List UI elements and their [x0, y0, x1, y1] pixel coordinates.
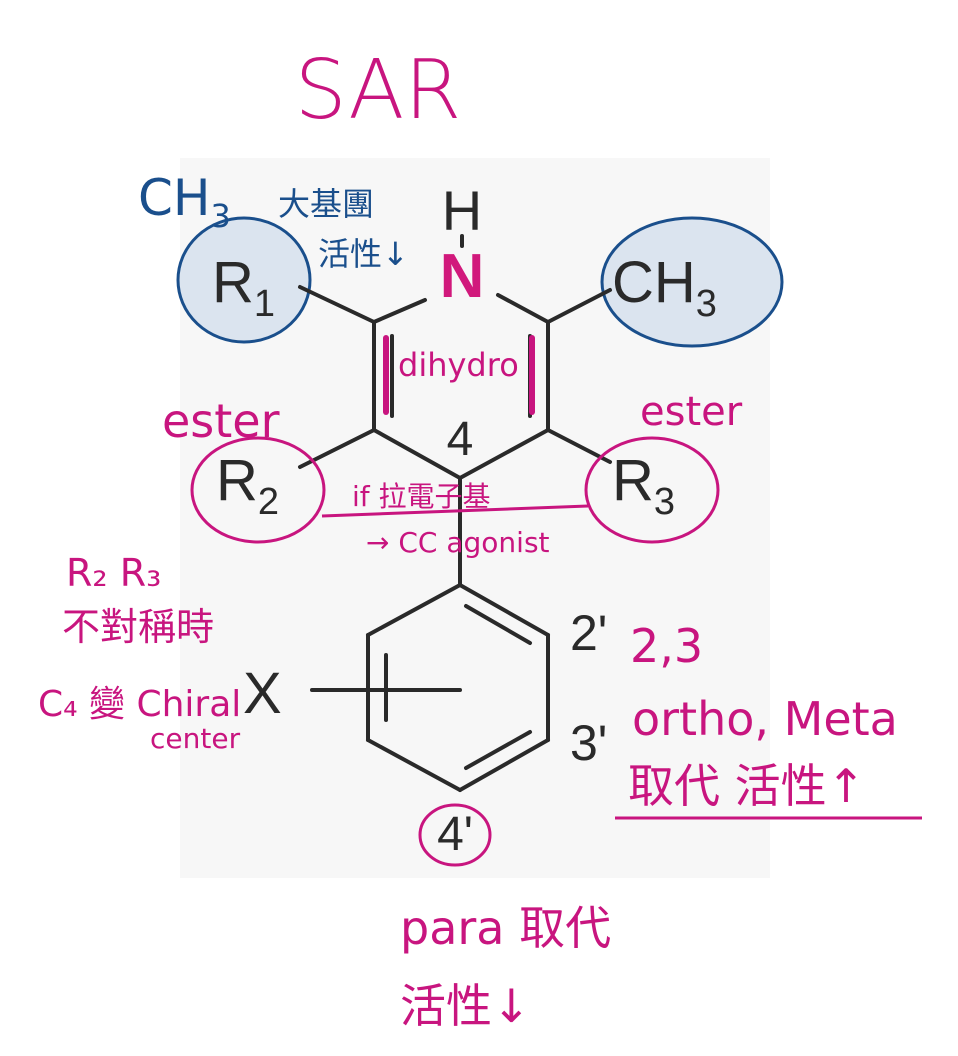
r2-label: R2: [216, 448, 279, 523]
ortho-meta-annotation: ortho, Meta: [632, 692, 898, 746]
chiral-annotation: C₄ 變 Chiral: [38, 684, 241, 725]
r3-label: R3: [612, 448, 675, 523]
phenyl-bond-6: [366, 583, 462, 637]
position-3p-label: 3': [570, 715, 607, 771]
h-atom: H: [442, 179, 482, 242]
x-substituent-label: X: [243, 661, 282, 726]
title: SAR: [295, 43, 462, 138]
position-4p-label: 4': [437, 808, 473, 861]
para-activity-annotation: 活性↓: [400, 979, 531, 1033]
phenyl-bond-3: [458, 738, 550, 792]
r2-circle: [190, 436, 326, 544]
phenyl-ring: [310, 583, 550, 792]
bond-c2-r1: [298, 285, 376, 324]
ch3-r1-annotation: CH3: [138, 169, 231, 235]
r2r3-annotation: R₂ R₃: [66, 551, 161, 595]
bond-c5-c4: [458, 428, 550, 480]
r2-r3-link-line: [321, 504, 589, 518]
aromatic-inner-2: [464, 730, 532, 770]
r3-circle: [584, 436, 720, 544]
ester-right-annotation: ester: [640, 389, 743, 435]
bond-n-c6: [496, 293, 550, 324]
asymmetric-annotation: 不對稱時: [62, 605, 214, 649]
pos-23-annotation: 2,3: [630, 619, 703, 673]
ch3-highlight: [600, 216, 784, 348]
ester-left-annotation: ester: [162, 394, 280, 448]
r1-label: R1: [212, 250, 275, 325]
activity-down-bulky-annotation: 活性↓: [318, 235, 409, 273]
position-4-label: 4: [447, 413, 474, 466]
bond-n-c2: [372, 298, 427, 324]
4p-circle: [418, 803, 492, 867]
ch3-label: CH3: [612, 250, 717, 325]
phenyl-bond-1: [458, 583, 550, 637]
cc-agonist-annotation: → CC agonist: [366, 526, 550, 559]
bond-c6-ch3: [546, 288, 612, 324]
r1-highlight: [176, 216, 312, 344]
if-ewg-annotation: if 拉電子基: [352, 480, 491, 513]
chiral-center-annotation: center: [150, 722, 241, 755]
phenyl-bond-4: [366, 738, 462, 792]
position-2p-label: 2': [570, 605, 607, 661]
bond-c3-c4: [372, 428, 462, 480]
n-atom: N: [440, 242, 485, 311]
bulky-group-annotation: 大基團: [278, 185, 374, 223]
dihydro-annotation: dihydro: [398, 346, 519, 384]
aromatic-inner-1: [464, 604, 532, 645]
ortho-meta-activity-annotation: 取代 活性↑: [628, 759, 865, 813]
para-substitution-annotation: para 取代: [400, 901, 611, 955]
